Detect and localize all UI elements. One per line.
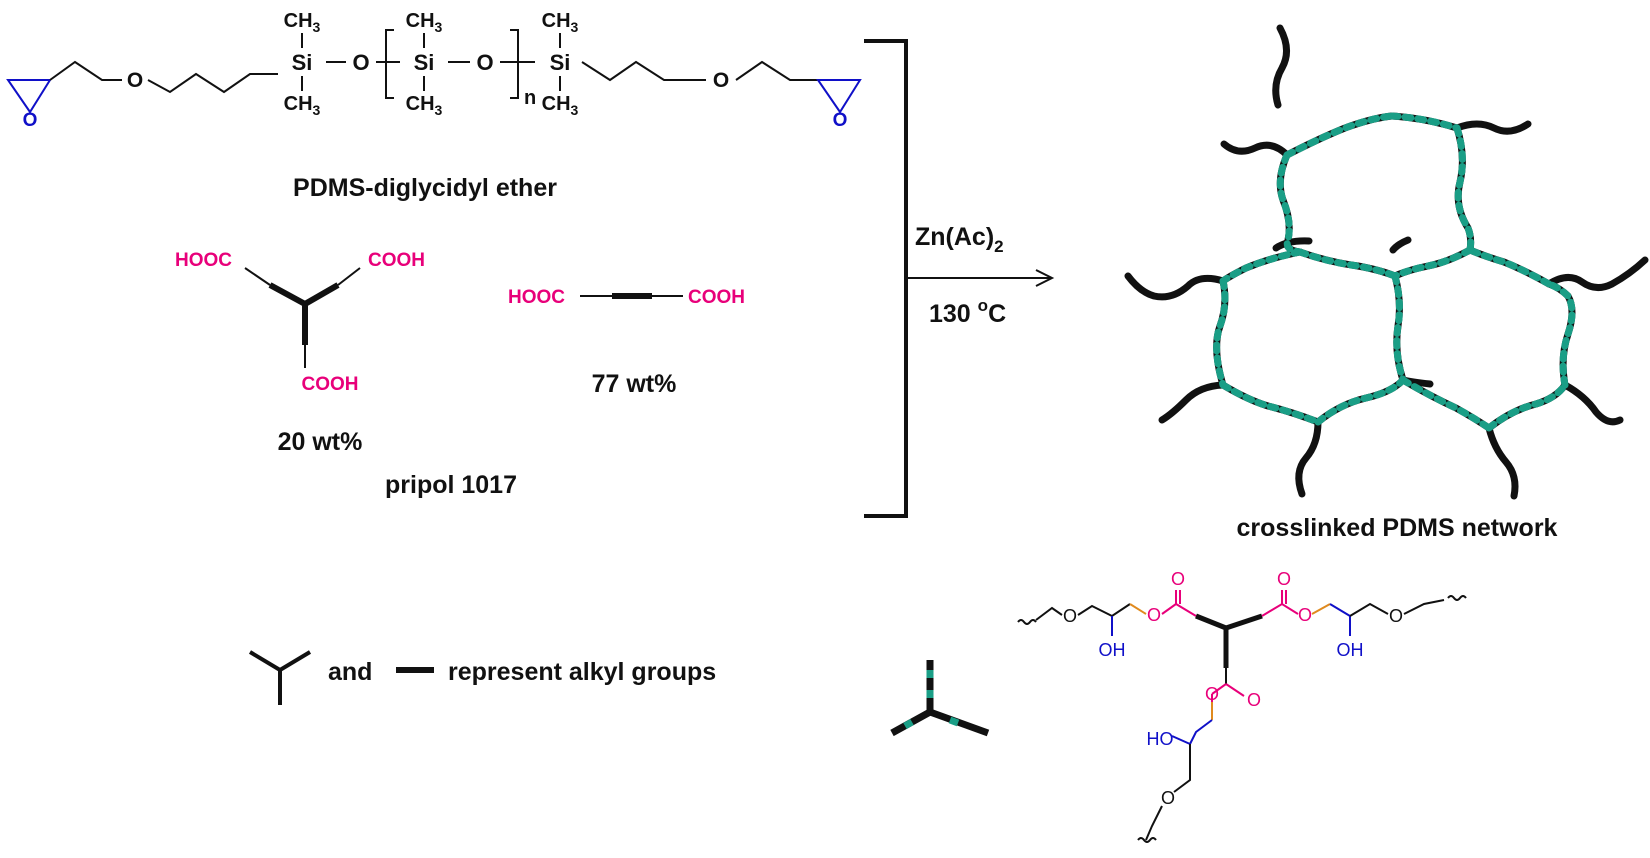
crosslinked-network — [1124, 24, 1649, 500]
methyl-label: CH3 — [284, 10, 321, 35]
reactant-bracket — [864, 39, 908, 518]
pdms-diglycidyl-structure — [6, 29, 862, 114]
triacid-group-left: HOOC — [175, 250, 232, 271]
methyl-label: CH3 — [406, 10, 443, 35]
triacid-structure — [244, 267, 361, 368]
methyl-label: CH3 — [542, 10, 579, 35]
pripol-name: pripol 1017 — [385, 471, 517, 499]
detail-carbonyl-o-down: O — [1247, 690, 1261, 710]
detail-carbonyl-o-right: O — [1277, 569, 1291, 589]
branch-symbol-icon — [248, 650, 312, 705]
pdms-atom-labels: O O O O Si Si Si O O CH3 CH3 CH3 CH3 CH3… — [23, 10, 848, 131]
junction-detail-structure — [1017, 590, 1467, 843]
diacid-weight: 77 wt% — [592, 370, 677, 398]
detail-ester-o-down: O — [1205, 684, 1219, 704]
legend-description: represent alkyl groups — [448, 658, 716, 686]
methyl-label: CH3 — [542, 93, 579, 118]
network-junction-icon — [890, 660, 990, 737]
junction-detail-labels: O O O OH O O OH O O O HO O — [1063, 569, 1403, 808]
reaction-arrow — [906, 269, 1055, 287]
siloxane-oxygen-2: O — [476, 50, 493, 75]
triacid-weight: 20 wt% — [278, 428, 363, 456]
methyl-label: CH3 — [284, 93, 321, 118]
silicon-middle: Si — [414, 50, 435, 75]
detail-ester-o-right: O — [1298, 605, 1312, 625]
diacid-group-left: HOOC — [508, 287, 565, 308]
detail-hydroxyl-right: OH — [1337, 640, 1364, 660]
detail-ester-o-left: O — [1147, 605, 1161, 625]
ether-oxygen-left: O — [127, 69, 143, 92]
silicon-right: Si — [550, 50, 571, 75]
triacid-group-right: COOH — [368, 250, 425, 271]
ether-oxygen-right: O — [713, 69, 729, 92]
detail-ether-o-left: O — [1063, 606, 1077, 626]
detail-ether-o-down: O — [1161, 788, 1175, 808]
legend-and: and — [328, 658, 372, 686]
detail-ether-o-right: O — [1389, 606, 1403, 626]
siloxane-oxygen-1: O — [352, 50, 369, 75]
epoxide-oxygen-right: O — [833, 110, 848, 131]
methyl-label: CH3 — [406, 93, 443, 118]
epoxide-oxygen-left: O — [23, 110, 38, 131]
pdms-caption: PDMS-diglycidyl ether — [293, 174, 557, 202]
repeat-subscript-n: n — [524, 87, 536, 109]
detail-carbonyl-o-left: O — [1171, 569, 1185, 589]
triacid-group-bottom: COOH — [302, 374, 359, 395]
temperature-label: 130 oC — [929, 296, 1006, 328]
catalyst-label: Zn(Ac)2 — [915, 223, 1004, 256]
diacid-group-right: COOH — [688, 287, 745, 308]
detail-hydroxyl-left: OH — [1099, 640, 1126, 660]
network-caption: crosslinked PDMS network — [1237, 514, 1558, 542]
detail-hydroxyl-down: HO — [1147, 729, 1174, 749]
silicon-left: Si — [292, 50, 313, 75]
